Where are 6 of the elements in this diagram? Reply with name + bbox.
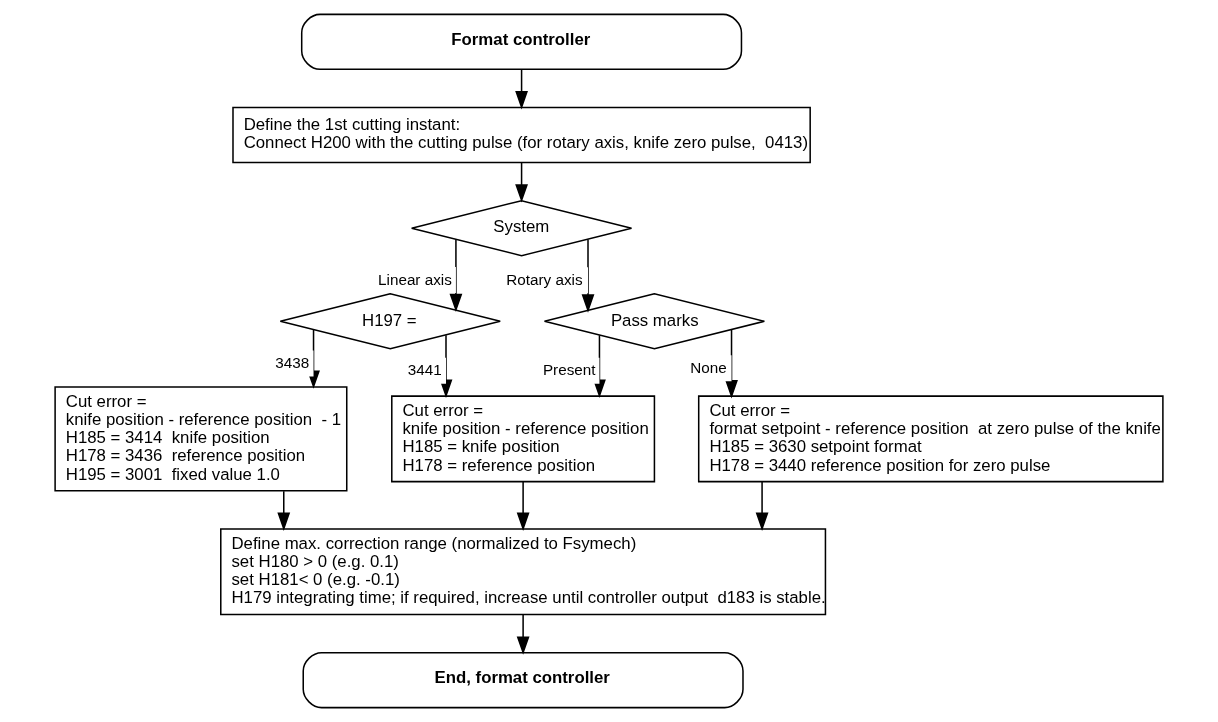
edge-label: Present bbox=[542, 361, 596, 379]
edge-label: 3441 bbox=[407, 361, 442, 379]
edge-label: None bbox=[690, 358, 727, 376]
edge-label: 3438 bbox=[275, 354, 310, 372]
edge-label: Linear axis bbox=[378, 270, 452, 288]
edge-label: Rotary axis bbox=[506, 270, 583, 288]
